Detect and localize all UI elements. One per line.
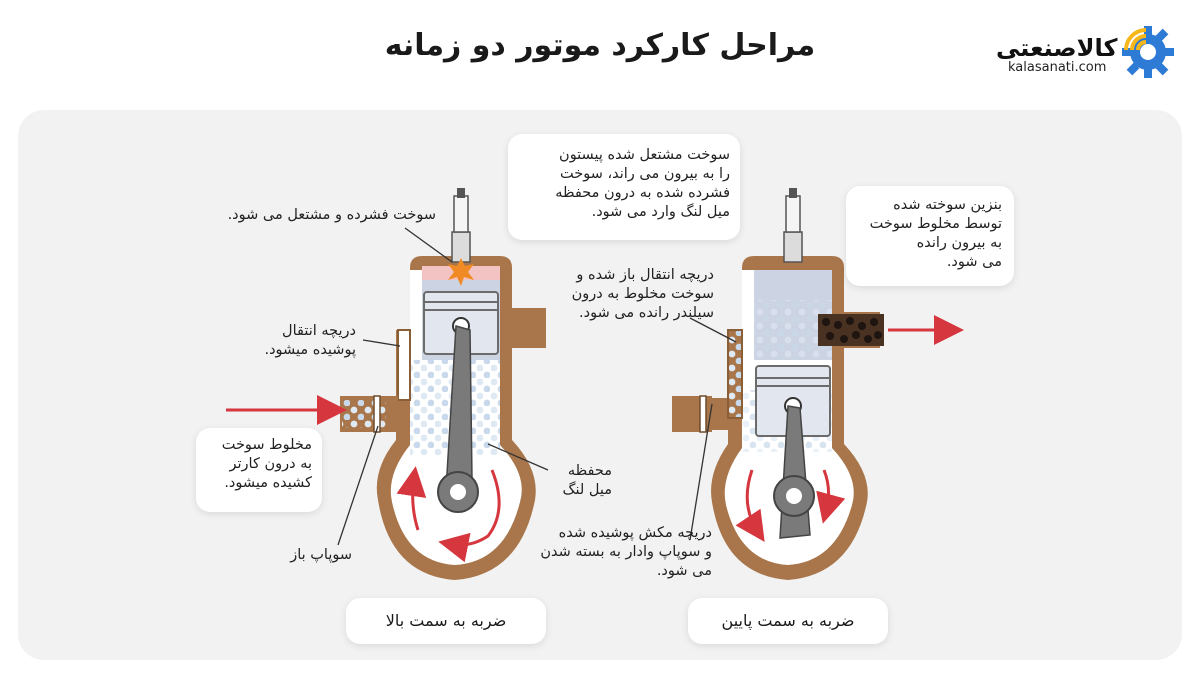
transfer-port [397, 329, 411, 401]
downstroke-button[interactable]: ضربه به سمت پایین [688, 598, 888, 644]
engine-upstroke [226, 188, 549, 580]
gear-icon [1122, 26, 1174, 78]
label-ignited-fuel: سوخت مشتعل شده پیستون را به بیرون می ران… [555, 147, 730, 220]
engine-downstroke [672, 188, 964, 580]
logo[interactable] [990, 18, 1190, 88]
label-fuel-mixture: مخلوط سوخت به درون کارتر کشیده میشود. [221, 437, 312, 491]
label-transfer-open: دریچه انتقال باز شده و سوخت مخلوط به درو… [571, 267, 714, 321]
callout-burnt-gas [846, 186, 1014, 286]
label-valve-open: سوپاپ باز [290, 547, 352, 563]
label-compressed-ignited: سوخت فشرده و مشتعل می شود. [227, 207, 436, 223]
logo-text: کالاصنعتی [996, 34, 1118, 62]
label-transfer-closed: دریچه انتقال پوشیده میشود. [264, 323, 356, 358]
page-title: مراحل کارکرد موتور دو زمانه [384, 28, 816, 63]
upstroke-button[interactable]: ضربه به سمت بالا [346, 598, 546, 644]
logo-url: kalasanati.com [1008, 60, 1107, 75]
label-crankcase: محفظه میل لنگ [562, 463, 612, 498]
callout-fuel-mixture [196, 428, 322, 512]
label-burnt-gas: بنزین سوخته شده توسط مخلوط سوخت به بیرون… [869, 197, 1002, 270]
callout-ignited-fuel [508, 134, 740, 240]
label-intake-closed: دریچه مکش پوشیده شده و سوپاپ وادار به بس… [540, 525, 712, 579]
